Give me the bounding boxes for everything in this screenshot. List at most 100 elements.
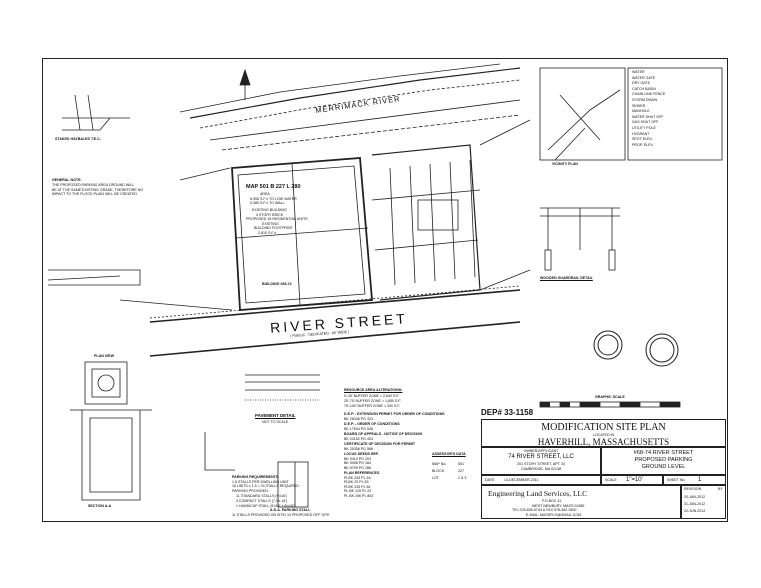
- pavement-detail-title: PAVEMENT DETAIL: [255, 413, 296, 418]
- assessor-map-label: MAP No.: [432, 462, 447, 466]
- parking-standard: 11 STANDARD STALLS (9'x18'): [236, 494, 287, 498]
- plans-title: PLAN REFERENCES: [344, 471, 380, 475]
- parcel-map: MAP 501 B 227 L 280: [246, 184, 301, 190]
- legend-item: PROP. ELEV.: [632, 142, 654, 147]
- legend-item: STORM DRAIN: [632, 97, 658, 102]
- legend-item: DRY GATE: [632, 81, 650, 86]
- city-state: HAVERHILL, MASSACHUSETTS: [537, 437, 670, 447]
- firm-line-2: WEST NEWBURY, MASS 01985: [532, 503, 585, 508]
- parcel-stories: 4 STORY BRICK: [256, 212, 284, 217]
- date-value: 14-DECEMBER-2011: [504, 478, 539, 482]
- firm-line-1: P.O.BOX 41: [542, 499, 562, 503]
- plan-ref-4: PL BK 125 PL 22: [344, 489, 372, 493]
- legend-item: WATER: [632, 70, 645, 74]
- parking-line-2: 16 UNITS x 1.5 = 24 STALLS REQUIRED: [232, 484, 299, 488]
- legend-item: SEWER: [632, 103, 646, 108]
- revision-3: 22-JUN-2012: [684, 509, 706, 513]
- firm-block: Engineering Land Services, LLC P.O.BOX 4…: [481, 485, 681, 519]
- parking-title: PARKING REQUIREMENTS: [232, 475, 279, 479]
- dep-number: DEP# 33-1158: [481, 408, 534, 417]
- scale-value: 1"=10': [626, 477, 643, 483]
- project-line-2: PROPOSED PARKING: [634, 457, 693, 463]
- firm-name: Engineering Land Services, LLC: [488, 489, 588, 498]
- guardrail-title: WOODEN GUARDRAIL DETAIL: [540, 276, 593, 280]
- parcel-existing: EXISTING BUILDING: [252, 208, 287, 212]
- date-cell: DATE: 14-DECEMBER-2011: [481, 475, 601, 485]
- staked-haybales-label: STAKED HAYBALES T.E.C.: [55, 137, 101, 141]
- parking-compact: 3 COMPACT STALLS (7.5'x 15'): [236, 499, 288, 503]
- firm-line-3: TEL 978-835-6744 & FAX 978-462-2800: [512, 508, 577, 512]
- assessor-map-value: 501: [458, 462, 464, 466]
- ada-stall-title: A.D.A. PARKING STALL: [270, 508, 311, 512]
- parking-line-1: 1.5 STALLS PER DWELLING UNIT: [232, 479, 289, 484]
- deeds-title: LOCUS DEEDS REF.: [344, 452, 379, 456]
- plan-view-title: PLAN VIEW: [94, 354, 114, 358]
- owner-block: OWNER/APPLICANT 74 RIVER STREET, LLC 201…: [481, 447, 601, 475]
- assessor-block-value: 227: [458, 469, 464, 473]
- legend-item: CHAIN LINK FENCE: [632, 92, 666, 97]
- resource-line-3: 75'-100' BUFFER ZONE = 330 S.F.: [344, 404, 401, 408]
- sheet-cell: SHEET No. 1: [663, 475, 726, 485]
- deed-ref-1: BK 9413 PG 203: [344, 456, 371, 461]
- deed-ref-3: BK 9709 PG 286: [344, 465, 371, 470]
- graphic-scale-title: GRAPHIC SCALE: [595, 395, 625, 399]
- owner-addr-1: 201 STORY STREET, APT 34: [517, 462, 565, 466]
- project-line-3: GROUND LEVEL: [641, 464, 686, 470]
- title-block-header: MODIFICATION SITE PLAN LOCATED IN HAVERH…: [481, 419, 726, 447]
- boa-decision: BOARD OF APPEALS - NOTICE OF DECISION: [344, 432, 423, 436]
- assessor-lot-label: LOT: [432, 476, 439, 480]
- vicinity-plan-title: VICINITY PLAN: [552, 162, 578, 166]
- general-note-line-3: IMPACT TO THE FLOOD PLAIN WILL BE CREATE…: [52, 192, 138, 196]
- parcel-area-1: 6,906 S.F.± TO LOW WATER: [250, 196, 297, 201]
- scale-label: SCALE: [605, 478, 617, 482]
- general-note-title: GENERAL NOTE:: [52, 178, 82, 182]
- legend-item: HYDRANT: [632, 131, 650, 136]
- resource-title: RESOURCE AREA ALTERATIONS:: [344, 388, 403, 392]
- revision-block: REVISION BY 20-JAN-2012 31-JAN-2012 22-J…: [681, 485, 726, 519]
- resource-line-2: 25'-75' BUFFER ZONE = 1,850 S.F.: [344, 399, 402, 403]
- assessor-block-label: BLOCK: [432, 469, 445, 473]
- legend-item: CATCH BASIN: [632, 86, 656, 91]
- firm-line-4: E-MAIL: MASSPLS@GMAIL.COM: [526, 512, 582, 517]
- plan-title: MODIFICATION SITE PLAN: [541, 422, 666, 433]
- parcel-proposed: PROPOSED 16 RESIDENTIAL UNITS: [246, 217, 308, 221]
- date-label: DATE:: [485, 478, 496, 482]
- revision-2: 31-JAN-2012: [684, 502, 706, 506]
- parking-footer: 11 STALLS PROVIDED ON SITE/ 10 PROPOSED …: [232, 513, 330, 517]
- parcel-footprint: BUILDING FOOTPRINT: [254, 226, 293, 230]
- cert-decision-ref: BK 25358 PG 566: [344, 446, 373, 451]
- dep-order-ref: BK 17644 PG 536: [344, 426, 373, 431]
- owner-addr-2: CAMBRIDGE, MA 02138: [521, 467, 561, 471]
- dep-order: D.E.P. - ORDER OF CONDITIONS: [344, 422, 400, 426]
- legend-item: GAS SHUT OFF: [632, 120, 659, 125]
- legend-item: UTILITY POLE: [632, 125, 656, 130]
- section-aa-title: SECTION A-A: [88, 504, 112, 508]
- legend-item: WATER SHUT OFF: [632, 114, 664, 119]
- legend-item: SPOT ELEV.: [632, 137, 653, 142]
- revision-label: REVISION: [684, 487, 702, 491]
- owner-label: OWNER/APPLICANT: [523, 449, 559, 453]
- resource-line-1: 0'-25' BUFFER ZONE = 2,640 S.F.: [344, 394, 400, 398]
- plan-ref-1: PLBK 235 PL 16: [344, 475, 371, 480]
- sheet-label: SHEET No.: [667, 478, 686, 482]
- revision-by-label: BY: [718, 487, 723, 491]
- general-note-line-2: BE AT THE SAME EXISTING GRADE, THEREFORE…: [52, 187, 144, 192]
- parcel-existing-2: EXISTING: [262, 221, 279, 226]
- building-label: BUILDING #68-74: [262, 282, 292, 286]
- scale-cell: SCALE 1"=10': [601, 475, 663, 485]
- legend-item: MANHOLE: [632, 109, 650, 114]
- owner-name: 74 RIVER STREET, LLC: [508, 454, 574, 460]
- assessor-title: ASSESSOR'S DATA: [432, 452, 466, 456]
- legend-item: WATER GATE: [632, 75, 656, 80]
- pavement-detail-note: NOT TO SCALE: [262, 420, 289, 424]
- revision-1: 20-JAN-2012: [684, 495, 706, 499]
- parking-line-3: PARKING PROVIDED:: [232, 488, 269, 493]
- plan-ref-3: PLBK 235 PL 64: [344, 484, 371, 489]
- plan-ref-2: PLBK 29 PL 63: [344, 480, 369, 484]
- project-block: #68-74 RIVER STREET PROPOSED PARKING GRO…: [601, 447, 726, 475]
- parcel-area-2: 5,380 S.F.± TO WALL: [250, 201, 285, 205]
- assessor-lot-value: 2 & 3: [458, 476, 467, 480]
- boa-decision-ref: BK 24162 PG 404: [344, 436, 373, 441]
- dep-extension-ref: BK 28346 PG 323: [344, 416, 373, 421]
